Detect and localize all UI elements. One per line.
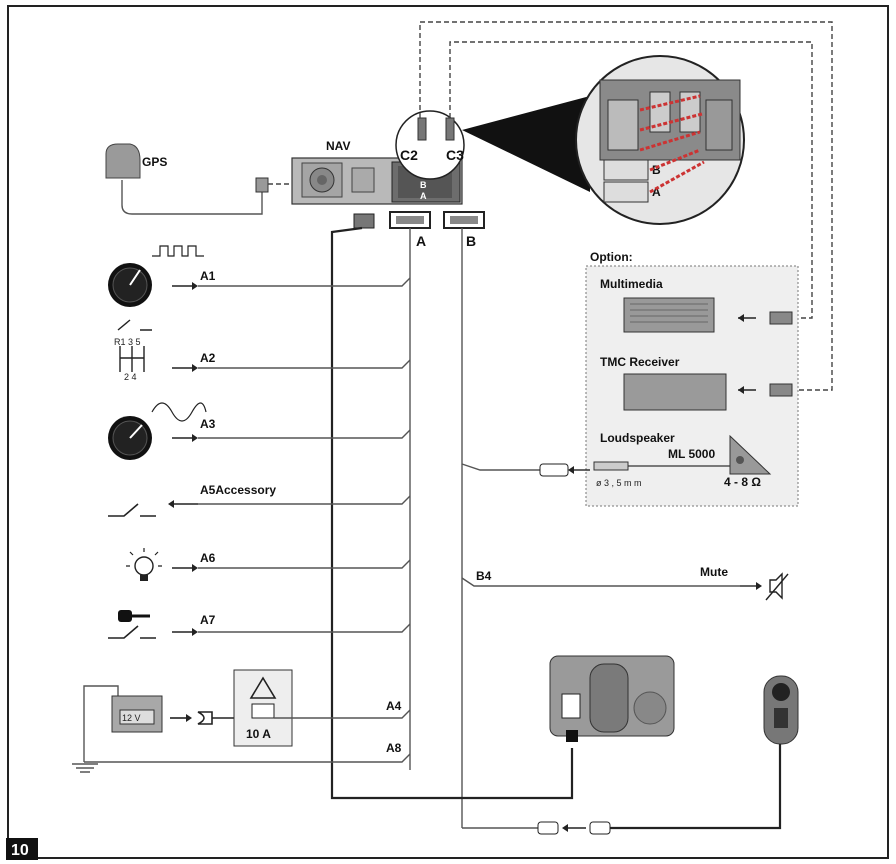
mute-icon bbox=[765, 572, 789, 601]
ground-icon bbox=[72, 763, 98, 773]
b4-label: B4 bbox=[476, 569, 492, 583]
c2-dashed-cable bbox=[419, 21, 833, 391]
battery-icon bbox=[111, 695, 163, 733]
tmc-receiver-icon bbox=[623, 373, 727, 411]
a1-label: A1 bbox=[200, 269, 216, 283]
tmc-plug-icon bbox=[769, 383, 793, 397]
plug-b-icon bbox=[603, 159, 649, 181]
plug-a-icon bbox=[603, 181, 649, 203]
impedance-label: 4 - 8 Ω bbox=[724, 475, 761, 489]
display-cable bbox=[330, 226, 574, 800]
tmc-label: TMC Receiver bbox=[600, 355, 680, 369]
nav-b-label: B bbox=[420, 180, 427, 190]
switch-icon bbox=[108, 503, 156, 517]
small-connector-icon bbox=[353, 213, 375, 229]
a5-label: A5Accessory bbox=[200, 483, 276, 497]
c3-dashed-cable bbox=[449, 41, 813, 319]
zoom-wedge bbox=[462, 96, 590, 192]
warning-icon bbox=[249, 676, 277, 699]
speaker-connector-icon bbox=[539, 463, 569, 477]
a8-label: A8 bbox=[386, 741, 402, 755]
gear-bottom-label: 2 4 bbox=[124, 372, 137, 382]
figure-number: 10 bbox=[11, 842, 29, 859]
fuse-label: 10 A bbox=[246, 727, 271, 741]
battery-label: 12 V bbox=[122, 713, 141, 723]
gear-top-label: R1 3 5 bbox=[114, 337, 141, 347]
connector-b-label: B bbox=[466, 233, 476, 249]
terminal-icon bbox=[197, 711, 213, 725]
remote-control-icon bbox=[763, 675, 799, 745]
multimedia-label: Multimedia bbox=[600, 277, 663, 291]
key-switch-icon bbox=[108, 610, 156, 639]
loudspeaker-label: Loudspeaker bbox=[600, 431, 675, 445]
remote-cable bbox=[600, 744, 782, 830]
c3-label: C3 bbox=[446, 147, 464, 163]
gps-label: GPS bbox=[142, 155, 167, 169]
c3-plug-icon bbox=[445, 117, 455, 141]
speaker-model-label: ML 5000 bbox=[668, 447, 715, 461]
gps-connector-icon bbox=[255, 177, 269, 193]
a3-label: A3 bbox=[200, 417, 216, 431]
c2-label: C2 bbox=[400, 147, 418, 163]
c2-plug-icon bbox=[417, 117, 427, 141]
multimedia-plug-icon bbox=[769, 311, 793, 325]
jack-size-label: ø 3 , 5 m m bbox=[596, 478, 642, 488]
zoom-a-label: A bbox=[652, 185, 661, 199]
loudspeaker-icon bbox=[729, 434, 772, 475]
gear-selector-icon bbox=[117, 319, 152, 372]
zoom-b-label: B bbox=[652, 163, 661, 177]
fuse-icon bbox=[251, 703, 275, 719]
option-title: Option: bbox=[590, 250, 633, 264]
speedometer-pulse-icon bbox=[108, 245, 204, 307]
figure-number-box bbox=[6, 838, 38, 860]
display-screen-icon bbox=[549, 655, 675, 742]
a2-label: A2 bbox=[200, 351, 216, 365]
gps-antenna-icon bbox=[105, 143, 263, 215]
light-bulb-icon bbox=[126, 548, 162, 581]
jack-plug-icon bbox=[593, 461, 629, 471]
remote-connector-b-icon bbox=[589, 821, 611, 835]
connector-a-label: A bbox=[416, 233, 426, 249]
frame-border bbox=[7, 5, 889, 859]
remote-connector-a-icon bbox=[537, 821, 559, 835]
a7-label: A7 bbox=[200, 613, 216, 627]
mute-label: Mute bbox=[700, 565, 728, 579]
tachometer-wave-icon bbox=[108, 402, 207, 460]
a4-label: A4 bbox=[386, 699, 402, 713]
nav-a-label: A bbox=[420, 191, 427, 201]
multimedia-box-icon bbox=[623, 297, 715, 333]
nav-label: NAV bbox=[326, 139, 350, 153]
a6-label: A6 bbox=[200, 551, 216, 565]
